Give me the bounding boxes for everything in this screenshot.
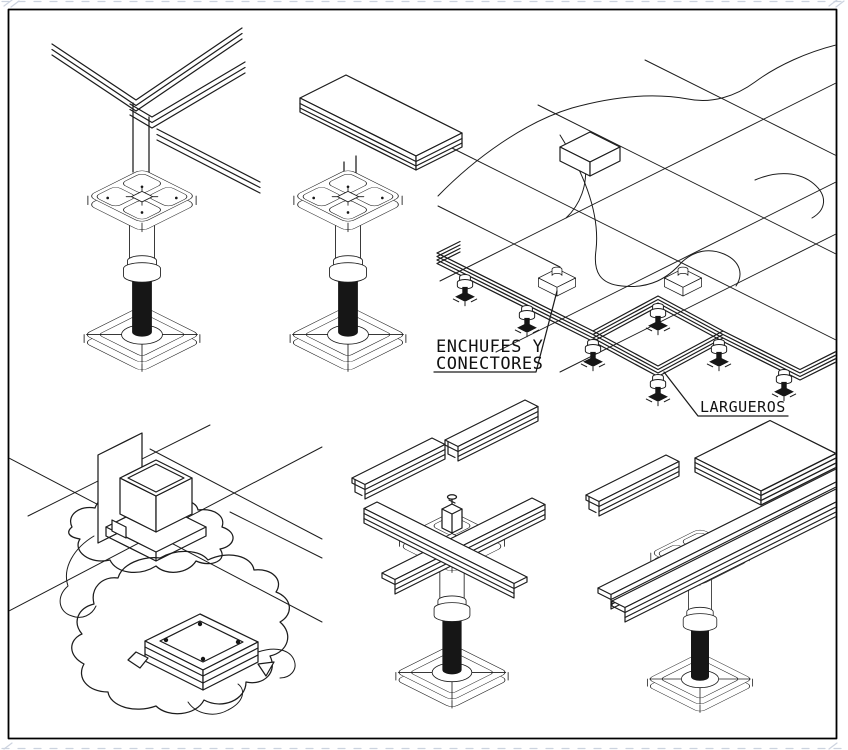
figure-pedestal-with-long-channels <box>585 419 836 713</box>
carpet-cutout-large <box>71 550 290 715</box>
floor-panel-grid <box>437 59 836 373</box>
head-stud <box>441 494 463 534</box>
vertical-outlet-tower <box>97 432 207 562</box>
cables <box>437 44 836 287</box>
flush-floor-box <box>127 613 275 691</box>
floor-panel-corner <box>694 419 836 506</box>
figure-pedestal-under-corner-rails <box>51 27 261 372</box>
label-enchufes-line2: CONECTORES <box>436 354 543 374</box>
figure-floor-outlet-boxes <box>9 424 323 715</box>
leader-largueros <box>663 371 789 417</box>
stringer-channel <box>351 437 446 500</box>
sheet-corner-ticks <box>3 0 845 750</box>
figure-pedestal-under-floor-panel <box>289 74 463 372</box>
label-largueros: LARGUEROS <box>700 398 786 416</box>
cables <box>59 535 296 715</box>
label-enchufes-line1: ENCHUFES Y <box>436 337 543 357</box>
long-channel <box>611 481 836 623</box>
leader-enchufes <box>433 290 558 373</box>
loose-channel <box>585 454 680 517</box>
stringer-channel <box>444 399 539 462</box>
figure-pedestal-with-stringers <box>351 399 546 709</box>
junction-box <box>559 131 621 177</box>
figure-floor-system-overview: ENCHUFES Y CONECTORES LARGUEROS <box>433 44 836 417</box>
outlet-box <box>664 267 701 296</box>
drawing-frame <box>7 8 838 740</box>
